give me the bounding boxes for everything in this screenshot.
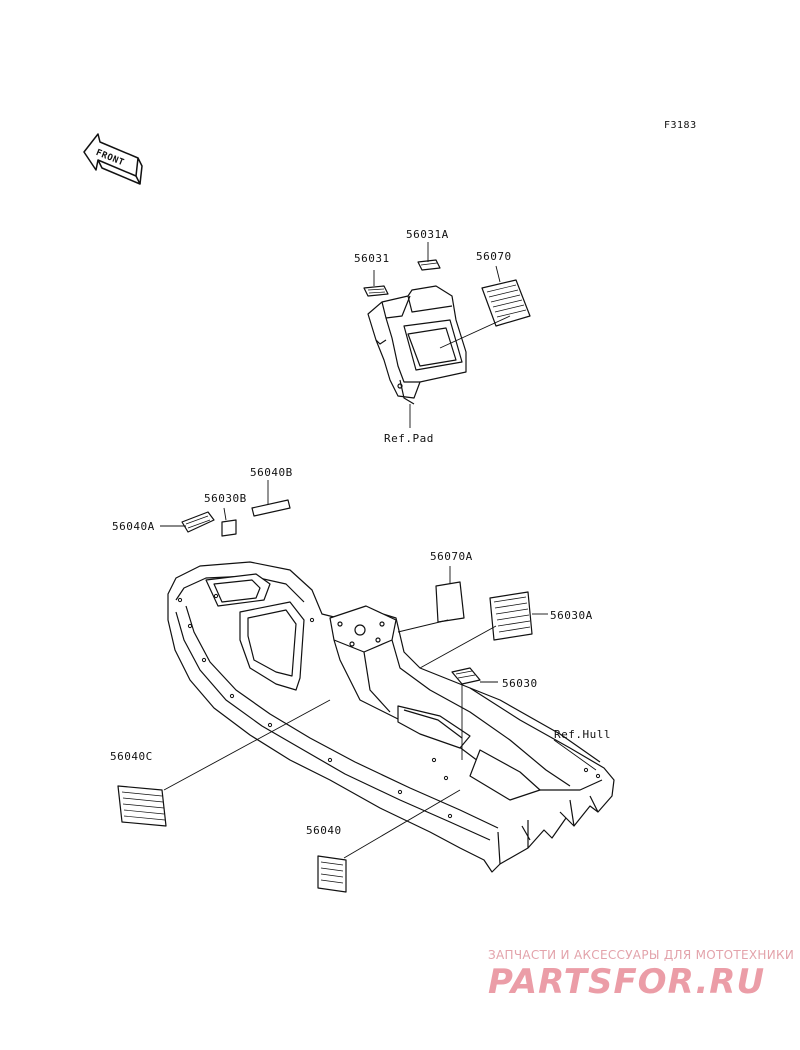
label-56040 [317,855,347,893]
decal-56040B [251,499,291,517]
front-arrow-icon [83,133,143,185]
part-label-56030A: 56030A [550,609,593,622]
label-56070A [435,581,465,623]
pad-assembly [367,285,467,405]
watermark-tagline: ЗАПЧАСТИ И АКСЕССУАРЫ ДЛЯ МОТОТЕХНИКИ [488,948,795,962]
decal-56040A [181,511,215,533]
part-label-56040A: 56040A [112,520,155,533]
hull-assembly [167,561,615,873]
part-label-56070: 56070 [476,250,512,263]
leader-lines [160,242,597,859]
decal-56031A [417,259,441,271]
part-label-56040: 56040 [306,824,342,837]
watermark-logo: PARTSFOR.RU [488,962,766,1002]
figure-code: F3183 [664,120,697,131]
ref-pad-label: Ref.Pad [384,432,434,445]
part-label-56040B: 56040B [250,466,293,479]
part-label-56031A: 56031A [406,228,449,241]
decal-56030 [451,667,481,685]
part-label-56040C: 56040C [110,750,153,763]
part-label-56070A: 56070A [430,550,473,563]
part-label-56030: 56030 [502,677,538,690]
part-label-56030B: 56030B [204,492,247,505]
decal-56030B [221,519,237,537]
decal-56031 [363,285,389,297]
label-56030A [489,591,533,641]
label-56040C [117,785,167,827]
part-label-56031: 56031 [354,252,390,265]
label-56070 [481,279,531,327]
ref-hull-label: Ref.Hull [554,728,611,741]
